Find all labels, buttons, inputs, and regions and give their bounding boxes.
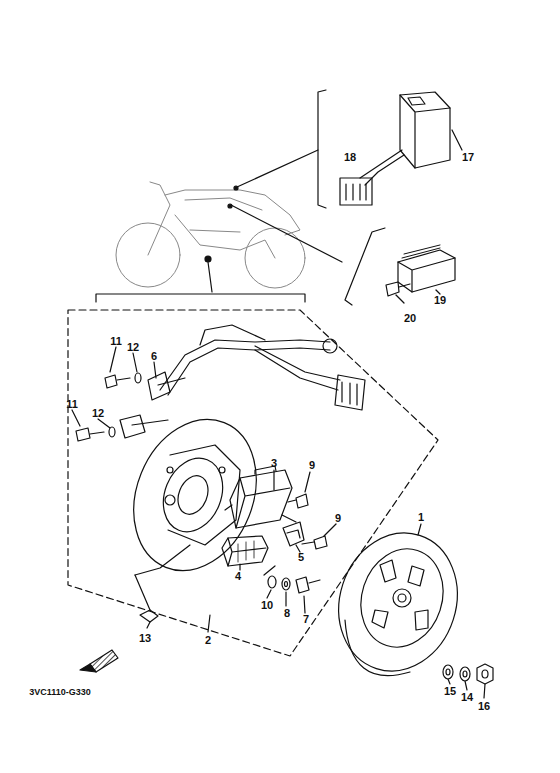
callout-number: 8 [284,608,290,619]
callout-number: 12 [92,408,104,419]
callout-number: 10 [261,600,273,611]
callout-number: 14 [461,692,473,703]
callout-number: 13 [139,633,151,644]
callout-number: 5 [298,552,304,563]
callout-number: 3 [271,458,277,469]
callout-number: 4 [235,571,241,582]
callout-number: 1 [418,512,424,523]
callout-number: 18 [344,152,356,163]
callout-number: 9 [335,513,341,524]
callout-number: 2 [205,635,211,646]
callout-number: 20 [404,313,416,324]
callout-number: 7 [303,614,309,625]
callout-number: 19 [434,295,446,306]
callout-number: 12 [127,342,139,353]
callout-number: 15 [444,686,456,697]
callout-number: 11 [66,399,78,410]
callout-number: 11 [110,336,122,347]
callout-number: 6 [151,351,157,362]
callout-number: 9 [309,460,315,471]
callout-number: 16 [478,701,490,712]
callout-number: 17 [462,152,474,163]
drawing-code: 3VC1110-G330 [29,688,91,697]
